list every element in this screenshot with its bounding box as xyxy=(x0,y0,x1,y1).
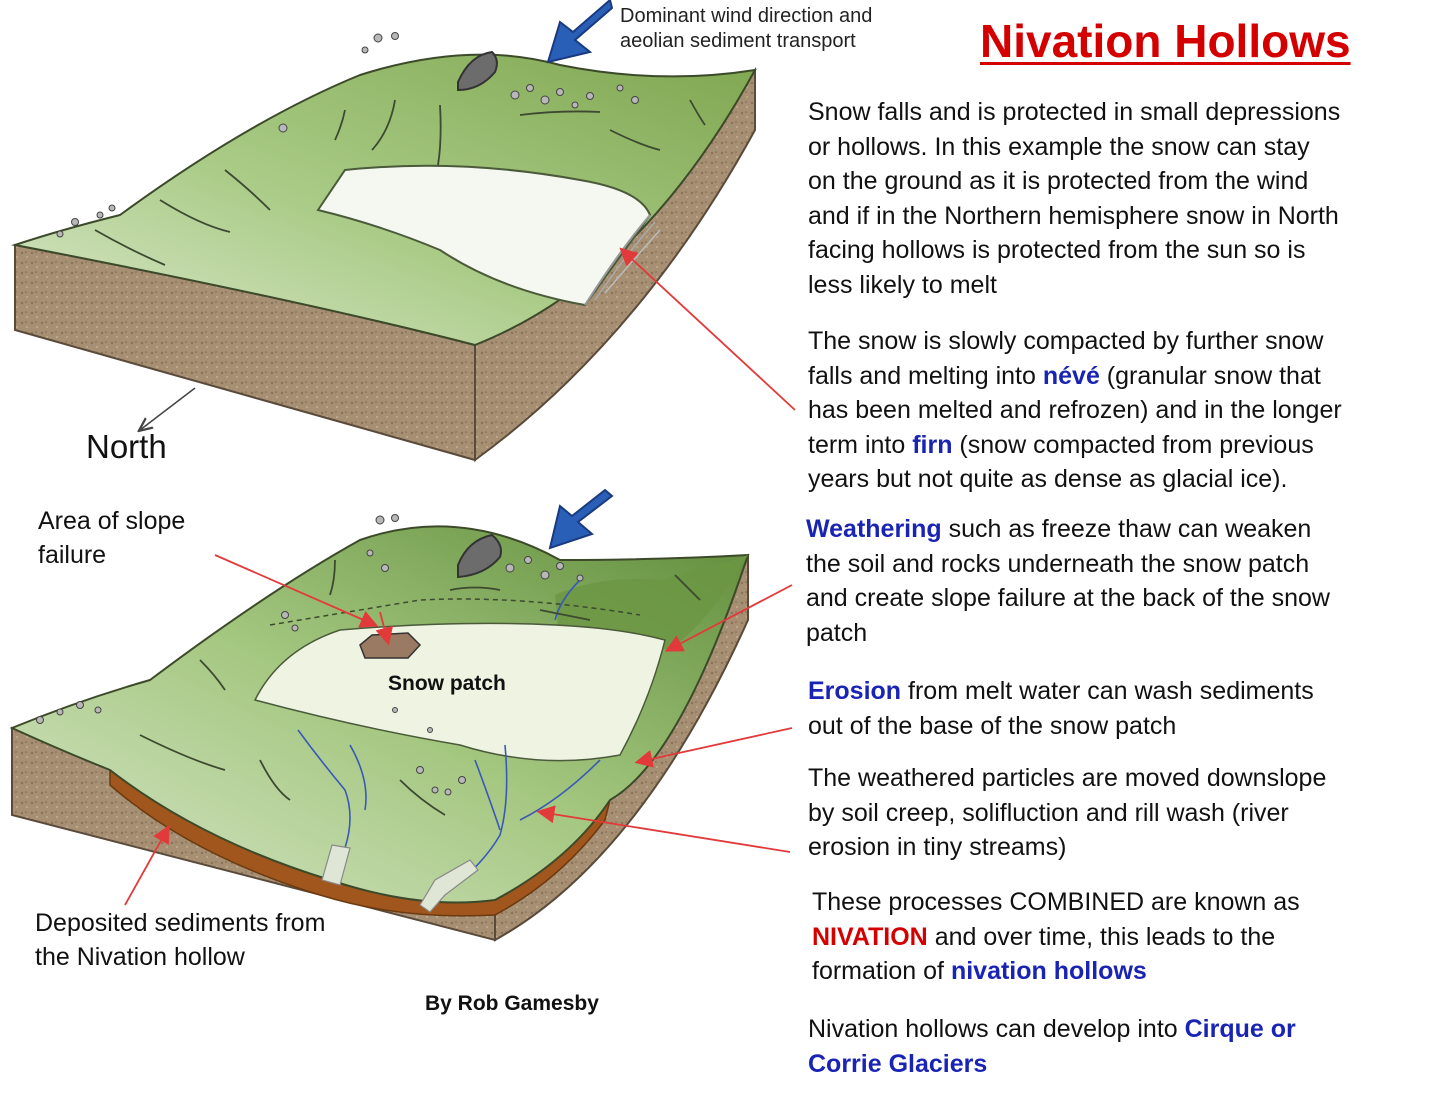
text-line: formation of nivation hollows xyxy=(812,954,1428,989)
slope-failure-scar xyxy=(359,632,422,659)
text-line: The weathered particles are moved downsl… xyxy=(808,764,1327,792)
text-line: Snow falls and is protected in small dep… xyxy=(808,98,1341,126)
wind-label-line: Dominant wind direction and xyxy=(620,5,873,27)
text-line: patch xyxy=(806,618,868,647)
top-pebbles xyxy=(56,32,639,238)
text-line: on the ground as it is protected from th… xyxy=(808,167,1309,195)
wind-arrow-bottom xyxy=(548,488,614,550)
text-line: Nivation hollows can develop into Cirque… xyxy=(808,1012,1428,1047)
text-span: Nivation hollows can develop into xyxy=(808,1015,1185,1043)
term-cirque: Cirque or xyxy=(1184,1015,1296,1043)
term-firn: firn xyxy=(912,430,953,459)
slope-failure-label-line: Area of slope xyxy=(38,507,186,535)
text-span: (granular snow that xyxy=(1099,361,1321,390)
text-line: out of the base of the snow patch xyxy=(808,711,1177,740)
paragraph-snow-protection: Snow falls and is protected in small dep… xyxy=(808,95,1428,302)
bottom-pebbles xyxy=(36,514,584,796)
snow-patch-label: Snow patch xyxy=(388,672,506,695)
text-line: or hollows. In this example the snow can… xyxy=(808,132,1310,161)
term-neve: névé xyxy=(1042,361,1100,390)
deposited-sediments-label: Deposited sediments from the Nivation ho… xyxy=(35,906,325,974)
text-span: term into xyxy=(808,430,913,459)
text-line: Erosion from melt water can wash sedimen… xyxy=(808,674,1428,709)
top-landscape-block xyxy=(11,32,757,462)
text-line: has been melted and refrozen) and in the… xyxy=(808,396,1342,424)
text-line: and create slope failure at the back of … xyxy=(806,584,1330,612)
text-line: less likely to melt xyxy=(808,270,997,299)
text-line: falls and melting into névé (granular sn… xyxy=(808,359,1428,394)
paragraph-downslope: The weathered particles are moved downsl… xyxy=(808,761,1428,865)
text-line: term into firn (snow compacted from prev… xyxy=(808,428,1428,463)
paragraph-erosion: Erosion from melt water can wash sedimen… xyxy=(808,674,1428,743)
term-nivation-hollows: nivation hollows xyxy=(950,957,1147,985)
bottom-boulder xyxy=(457,533,502,579)
text-span: (snow compacted from previous xyxy=(952,430,1314,459)
top-slope-marks xyxy=(94,99,706,266)
slope-failure-label-line: failure xyxy=(38,541,107,569)
term-nivation: NIVATION xyxy=(812,922,928,951)
text-span: formation of xyxy=(812,957,951,985)
pointer-deposited xyxy=(124,824,170,906)
term-weathering: Weathering xyxy=(806,515,942,543)
text-line: years but not quite as dense as glacial … xyxy=(808,465,1288,493)
wind-direction-label: Dominant wind direction and aeolian sedi… xyxy=(620,4,872,54)
text-line: by soil creep, solifluction and rill was… xyxy=(808,798,1289,827)
paragraph-compaction: The snow is slowly compacted by further … xyxy=(808,324,1428,497)
pointer-neve-firn xyxy=(619,247,796,411)
deposited-label-line: Deposited sediments from xyxy=(35,909,326,937)
bottom-snow-patch xyxy=(253,622,666,762)
north-label: North xyxy=(86,428,167,465)
north-arrow xyxy=(140,387,196,430)
text-line: facing hollows is protected from the sun… xyxy=(808,236,1306,264)
slope-failure-label: Area of slope failure xyxy=(38,504,185,572)
term-corrie-glaciers: Corrie Glaciers xyxy=(808,1049,988,1078)
text-line: Weathering such as freeze thaw can weake… xyxy=(806,512,1426,547)
paragraph-weathering: Weathering such as freeze thaw can weake… xyxy=(806,512,1426,650)
text-line: The snow is slowly compacted by further … xyxy=(808,327,1324,355)
top-boulder xyxy=(457,50,498,92)
bottom-landscape-block xyxy=(9,514,750,942)
text-span: and over time, this leads to the xyxy=(927,922,1276,951)
top-snow-hollow xyxy=(316,164,652,307)
deposited-label-line: the Nivation hollow xyxy=(35,943,245,971)
text-span: such as freeze thaw can weaken xyxy=(941,515,1312,543)
paragraph-cirque: Nivation hollows can develop into Cirque… xyxy=(808,1012,1428,1081)
text-line: These processes COMBINED are known as xyxy=(812,888,1300,916)
text-span: falls and melting into xyxy=(808,361,1043,390)
pointer-slope-failure-arrow xyxy=(375,611,393,646)
text-line: and if in the Northern hemisphere snow i… xyxy=(808,201,1339,230)
text-span: from melt water can wash sediments xyxy=(901,677,1314,705)
text-line: erosion in tiny streams) xyxy=(808,833,1067,861)
text-line: NIVATION and over time, this leads to th… xyxy=(812,920,1428,955)
text-line: the soil and rocks underneath the snow p… xyxy=(806,549,1310,578)
sediment-fans xyxy=(321,844,479,913)
author-credit: By Rob Gamesby xyxy=(425,992,599,1015)
pointer-weathering xyxy=(664,584,793,652)
term-erosion: Erosion xyxy=(808,677,902,705)
page-title: Nivation Hollows xyxy=(980,15,1351,67)
wind-label-line: aeolian sediment transport xyxy=(620,30,856,52)
pointer-downslope xyxy=(536,805,791,853)
paragraph-nivation-combined: These processes COMBINED are known as NI… xyxy=(812,885,1428,989)
wind-arrow-top xyxy=(546,0,614,64)
bottom-slope-marks xyxy=(139,559,701,816)
red-pointer-lines xyxy=(124,554,793,906)
pointer-slope-failure xyxy=(214,554,379,628)
pointer-erosion xyxy=(634,727,793,768)
